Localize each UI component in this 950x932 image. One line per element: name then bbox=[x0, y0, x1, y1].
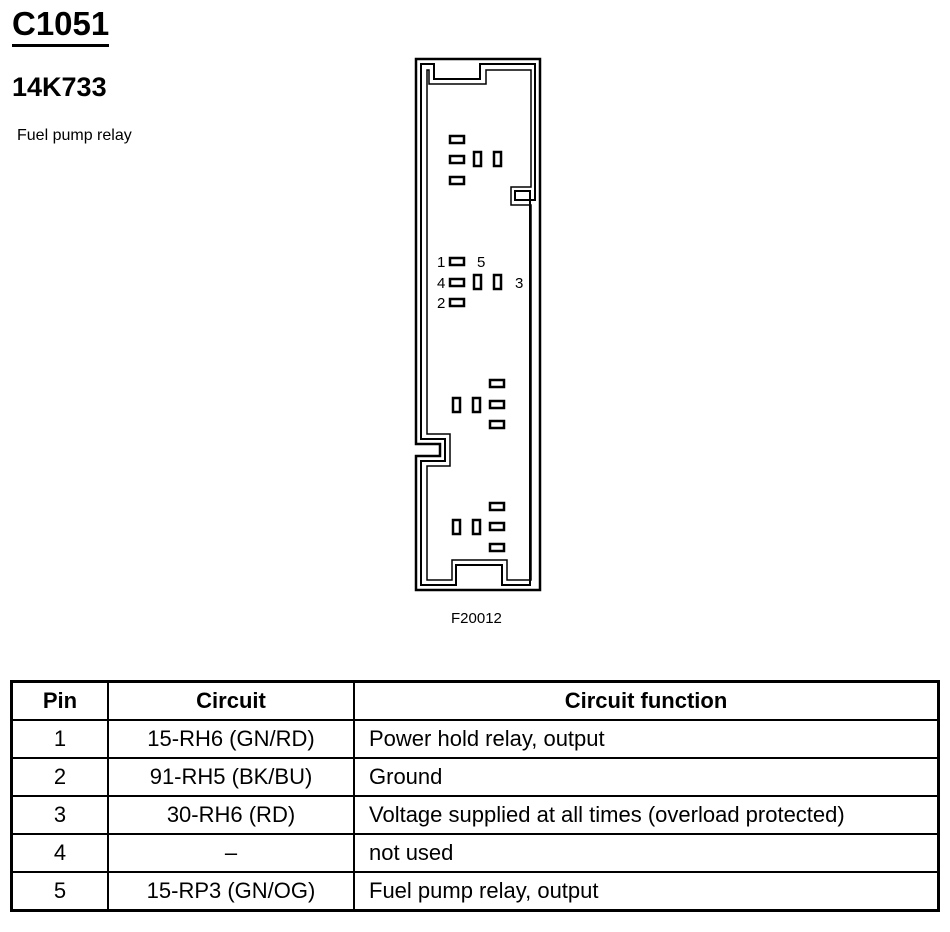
pin-label-4: 4 bbox=[437, 275, 445, 292]
pin-cavity-1 bbox=[448, 256, 466, 267]
cell-circuit: – bbox=[107, 833, 355, 873]
cell-pin: 2 bbox=[10, 757, 109, 797]
part-number: 14K733 bbox=[12, 72, 107, 102]
table-row: 2 91-RH5 (BK/BU) Ground bbox=[10, 757, 940, 797]
cell-function: Ground bbox=[353, 757, 940, 797]
cell-function: Voltage supplied at all times (overload … bbox=[353, 795, 940, 835]
cell-function: Fuel pump relay, output bbox=[353, 871, 940, 912]
connector-housing-outer bbox=[414, 57, 542, 592]
header-pin: Pin bbox=[10, 680, 109, 721]
pin-label-3: 3 bbox=[515, 275, 523, 292]
connector-housing-detail bbox=[426, 69, 532, 581]
table-row: 3 30-RH6 (RD) Voltage supplied at all ti… bbox=[10, 795, 940, 835]
cavity-group-middle bbox=[451, 378, 506, 430]
cavity-group-top bbox=[448, 134, 503, 186]
pin-cavity-2 bbox=[448, 297, 466, 308]
component-name: Fuel pump relay bbox=[17, 127, 132, 144]
connector-diagram: 1 5 4 3 2 F20012 bbox=[414, 57, 542, 627]
cell-circuit: 30-RH6 (RD) bbox=[107, 795, 355, 835]
connector-housing-inner bbox=[420, 63, 536, 586]
cell-pin: 5 bbox=[10, 871, 109, 912]
cell-circuit: 15-RP3 (GN/OG) bbox=[107, 871, 355, 912]
header-function: Circuit function bbox=[353, 680, 940, 721]
connector-id: C1051 bbox=[12, 4, 110, 47]
cell-pin: 4 bbox=[10, 833, 109, 873]
pin-label-1: 1 bbox=[437, 254, 445, 271]
cell-function: Power hold relay, output bbox=[353, 719, 940, 759]
pin-table: Pin Circuit Circuit function 1 15-RH6 (G… bbox=[10, 680, 940, 912]
cell-circuit: 91-RH5 (BK/BU) bbox=[107, 757, 355, 797]
table-row: 5 15-RP3 (GN/OG) Fuel pump relay, output bbox=[10, 871, 940, 912]
figure-id: F20012 bbox=[451, 610, 502, 627]
cell-pin: 1 bbox=[10, 719, 109, 759]
pin-cavity-3 bbox=[492, 273, 503, 291]
pin-cavity-4 bbox=[448, 277, 466, 288]
cell-pin: 3 bbox=[10, 795, 109, 835]
header-circuit: Circuit bbox=[107, 680, 355, 721]
cavity-group-labelled: 1 5 4 3 2 bbox=[437, 254, 523, 312]
cell-circuit: 15-RH6 (GN/RD) bbox=[107, 719, 355, 759]
pin-label-5: 5 bbox=[477, 254, 485, 271]
cell-function: not used bbox=[353, 833, 940, 873]
table-row: 1 15-RH6 (GN/RD) Power hold relay, outpu… bbox=[10, 719, 940, 759]
table-header-row: Pin Circuit Circuit function bbox=[10, 680, 940, 721]
cavity-group-bottom bbox=[451, 501, 506, 553]
pin-label-2: 2 bbox=[437, 295, 445, 312]
pin-cavity-5 bbox=[472, 273, 483, 291]
table-row: 4 – not used bbox=[10, 833, 940, 873]
